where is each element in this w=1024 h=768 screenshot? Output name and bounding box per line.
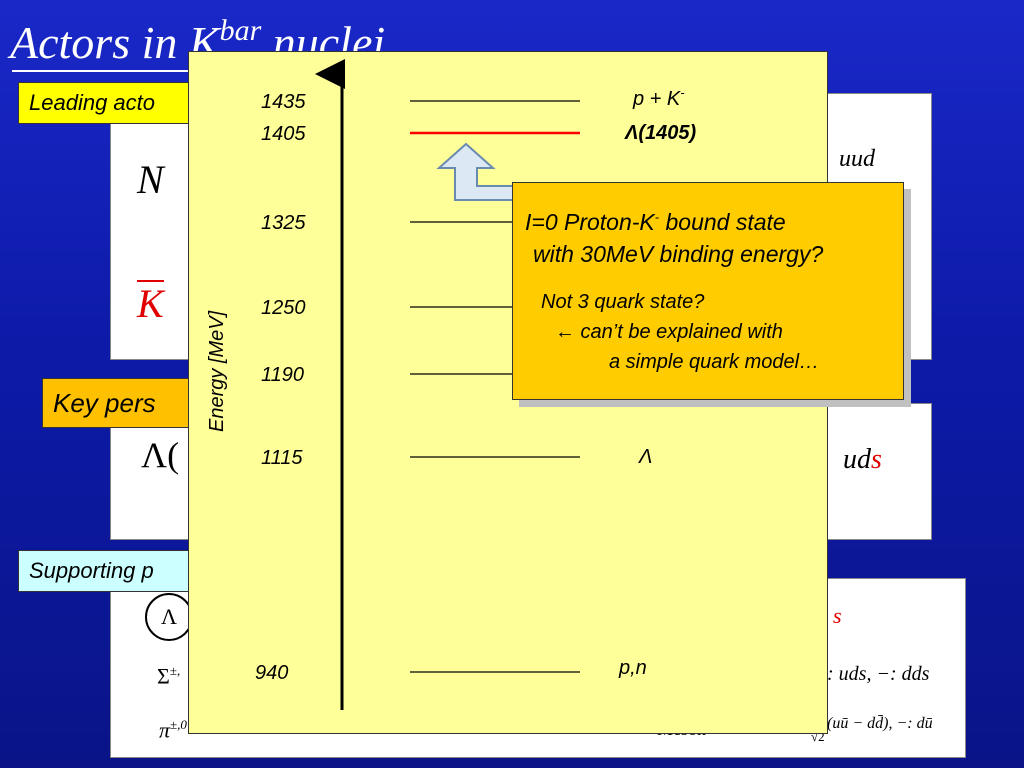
- uds-strange: s: [871, 444, 882, 475]
- transition-arrow-icon: [436, 142, 518, 201]
- state-label-1435: p + K-: [632, 85, 685, 110]
- sigma-symbol: Σ±,: [157, 663, 180, 689]
- pi-letter: π: [159, 717, 171, 743]
- energy-level-label-1190: 1190: [261, 364, 304, 386]
- lambda-circle-symbol: Λ: [145, 593, 193, 641]
- leading-actors-label: Leading acto: [18, 82, 198, 124]
- slide-title: Actors in Kbar nuclei: [10, 16, 385, 66]
- sigma-letter: Σ: [157, 663, 170, 689]
- pion-quark-content: (uū − dd̄), −: dū: [827, 715, 933, 732]
- state-label-1115: Λ: [638, 446, 652, 468]
- energy-level-label-1325: 1325: [261, 212, 306, 234]
- callout-line-1-sup: -: [654, 209, 660, 225]
- title-main: Actors in K: [10, 17, 220, 68]
- lambda-paren-symbol: Λ(: [141, 435, 180, 475]
- pion-symbol: π±,0: [159, 717, 187, 743]
- state-label-940: p,n: [618, 657, 647, 679]
- sigma-quark-content: : uds, −: dds: [827, 663, 930, 685]
- callout-line-1: I=0 Proton-K- bound state: [525, 209, 786, 236]
- callout-line-4: ← can’t be explained with: [555, 321, 783, 343]
- callout-line-1-b: bound state: [659, 209, 786, 235]
- key-person-label: Key pers: [42, 378, 202, 428]
- energy-level-label-1115: 1115: [261, 447, 303, 469]
- uud-quarks: uud: [839, 146, 875, 172]
- bound-state-callout: I=0 Proton-K- bound state with 30MeV bin…: [512, 182, 904, 400]
- title-superscript: bar: [219, 14, 262, 47]
- supporting-label: Supporting p: [18, 550, 198, 592]
- state-label-1405: Λ(1405): [624, 122, 696, 144]
- callout-line-1-a: I=0 Proton-K: [525, 209, 655, 235]
- energy-level-diagram: Energy [MeV] 1435 p + K- 1405 Λ(1405) 1325 12…: [206, 59, 696, 710]
- energy-level-label-1405: 1405: [261, 123, 306, 145]
- uds-quarks: uds: [843, 444, 882, 476]
- energy-level-label-1435: 1435: [261, 91, 306, 113]
- uds-prefix: ud: [843, 444, 871, 475]
- strange-quark-right: s: [833, 603, 842, 628]
- nucleon-symbol: N: [137, 157, 164, 202]
- callout-line-5: a simple quark model…: [609, 351, 820, 373]
- pi-superscript: ±,0: [170, 717, 187, 732]
- callout-line-2: with 30MeV binding energy?: [533, 241, 824, 267]
- kbar-symbol: K: [137, 280, 164, 326]
- energy-level-label-940: 940: [255, 662, 288, 684]
- energy-axis-label: Energy [MeV]: [206, 310, 228, 432]
- energy-level-label-1250: 1250: [261, 297, 306, 319]
- callout-line-3: Not 3 quark state?: [541, 291, 705, 313]
- sigma-superscript: ±,: [169, 663, 181, 678]
